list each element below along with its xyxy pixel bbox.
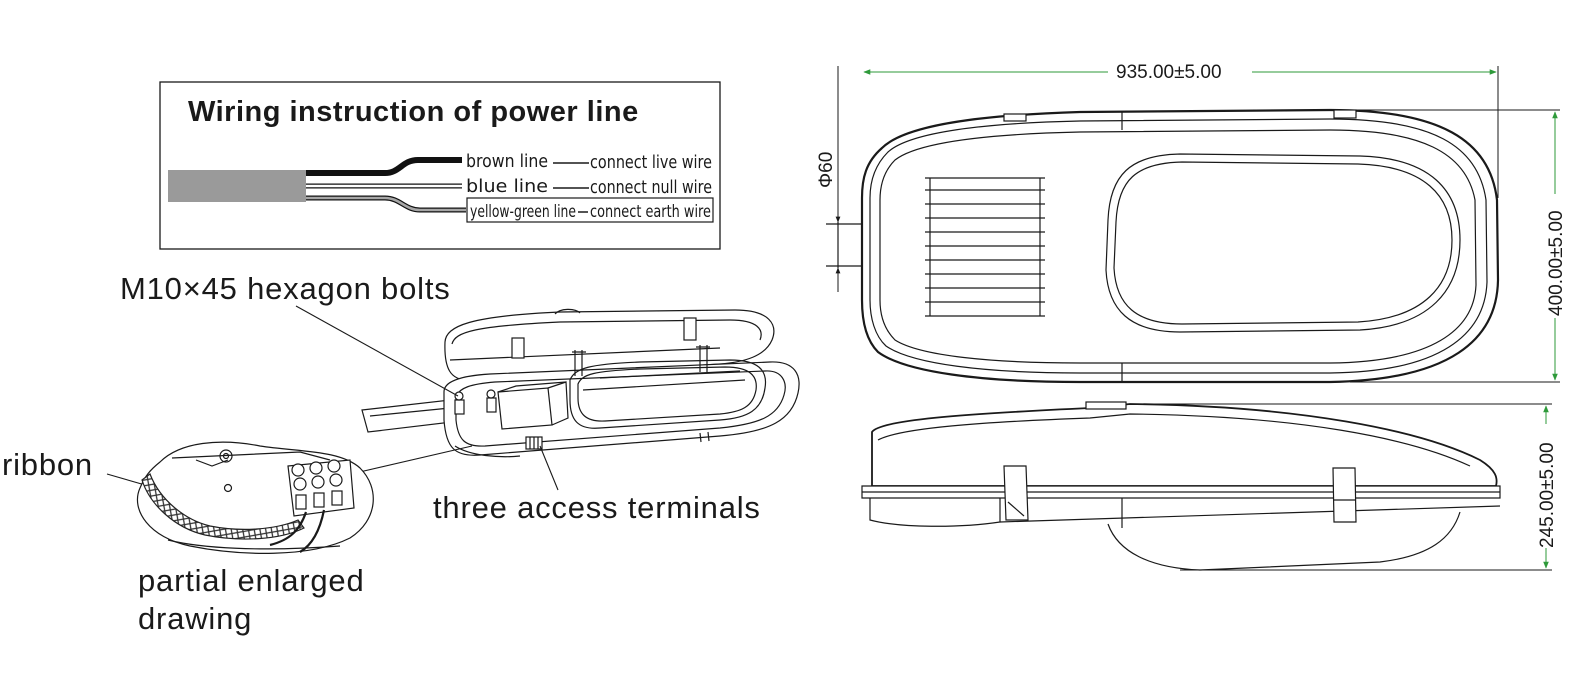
wire-yg-action: connect earth wire [590,202,711,222]
ribbon-label: ribbon [2,447,93,482]
wire-blue-action: connect null wire [590,177,712,198]
terminals-label: three access terminals [433,490,761,525]
ribbon-braid [141,473,305,540]
dim-length: 935.00±5.00 [1116,62,1222,83]
wiring-instruction-box: Wiring instruction of power line brown l… [159,81,721,250]
side-view [861,401,1501,571]
wire-blue-label: blue line [466,176,548,197]
top-view-dimensions [835,58,1570,383]
bolts-label: M10×45 hexagon bolts [120,271,451,306]
dim-width: 400.00±5.00 [1546,210,1567,316]
top-view [826,108,1500,384]
wire-brown-action: connect live wire [590,152,712,173]
heatsink-fins [925,177,1045,317]
open-lamp-view [361,308,800,458]
wire-yg-label: yellow-green line [470,202,576,222]
wiring-title: Wiring instruction of power line [188,96,639,128]
enlarged-label-line2: drawing [138,601,252,636]
wire-brown-label: brown line [466,151,548,172]
dim-pipe-diameter: Φ60 [816,152,837,188]
cable-sheath [168,170,306,202]
dim-height: 245.00±5.00 [1537,442,1558,548]
enlarged-detail [136,441,374,554]
side-view-dimensions [1130,403,1560,571]
enlarged-label-line1: partial enlarged [138,563,365,598]
brown-wire [306,157,462,176]
